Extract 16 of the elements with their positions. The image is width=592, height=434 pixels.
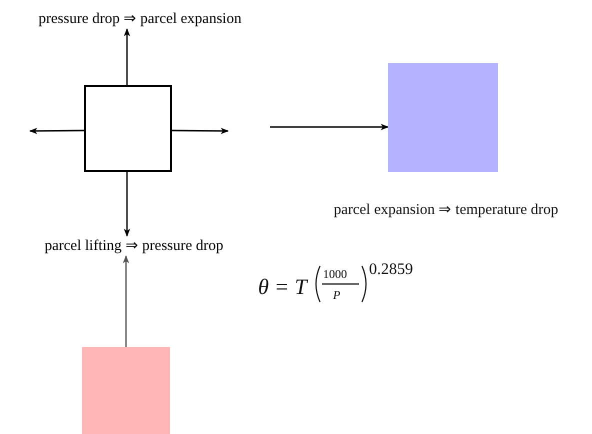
denominator-text: P bbox=[333, 289, 340, 301]
arrow bbox=[124, 28, 130, 85]
formula-text: θ = T bbox=[258, 276, 307, 298]
square-box bbox=[388, 63, 498, 172]
arrow bbox=[124, 172, 130, 237]
caption-text: parcel expansion ⇒ temperature drop bbox=[332, 203, 560, 218]
text-label: parcel lifting ⇒ pressure drop bbox=[16, 236, 252, 256]
numerator-text: 1000 bbox=[323, 268, 347, 280]
arrow bbox=[122, 255, 130, 347]
arrow bbox=[172, 128, 229, 134]
arrow bbox=[29, 128, 84, 134]
square-box bbox=[82, 347, 170, 434]
square-box bbox=[84, 85, 172, 172]
arrow bbox=[270, 124, 389, 130]
exponent-text: 0.2859 bbox=[369, 262, 413, 278]
text-label: pressure drop ⇒ parcel expansion bbox=[8, 9, 272, 29]
